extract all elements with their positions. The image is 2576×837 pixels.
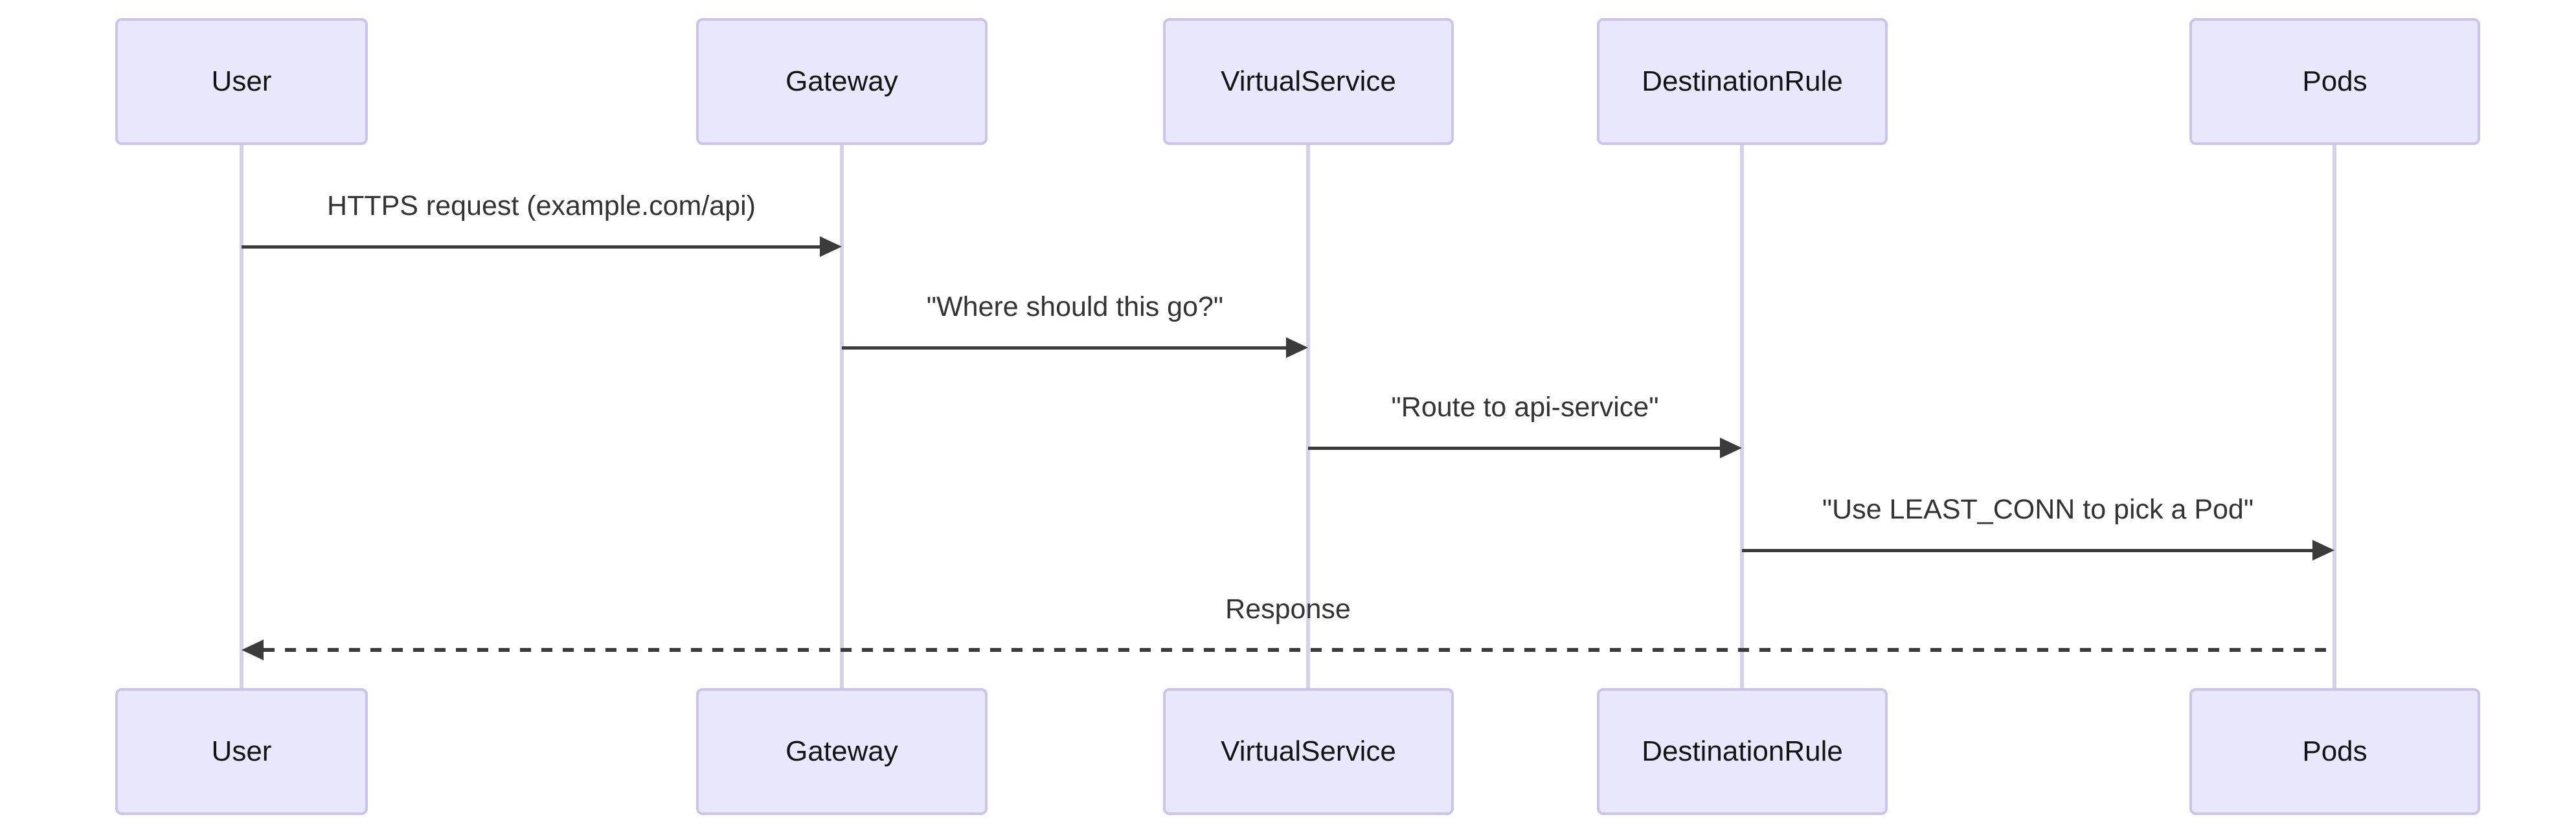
actor-label: Pods [2302,735,2367,767]
message-line [242,245,820,249]
message-label-route-to-api-service: "Route to api-service" [1391,392,1659,423]
actor-bottom-pods: Pods [2189,688,2480,815]
arrowhead-icon [1720,438,1742,458]
lifeline-virtualservice [1306,144,1310,689]
actor-label: User [211,65,272,97]
actor-top-destinationrule: DestinationRule [1597,18,1888,145]
actor-top-virtualservice: VirtualService [1163,18,1454,145]
message-label-use-least-conn: "Use LEAST_CONN to pick a Pod" [1822,494,2254,525]
message-line [1742,549,2312,552]
actor-label: VirtualService [1221,735,1396,767]
message-line [1308,447,1720,450]
lifeline-gateway [840,144,844,689]
actor-label: User [211,735,272,767]
actor-label: DestinationRule [1642,65,1843,97]
arrowhead-icon [242,640,264,660]
actor-bottom-gateway: Gateway [696,688,988,815]
arrowhead-icon [820,236,842,257]
actor-label: Pods [2302,65,2367,97]
message-label-where-should-this-go: "Where should this go?" [926,291,1224,322]
message-label-response: Response [1225,594,1351,625]
actor-bottom-virtualservice: VirtualService [1163,688,1454,815]
lifeline-pods [2333,144,2336,689]
message-label-https-request: HTTPS request (example.com/api) [327,190,756,221]
message-line [842,346,1286,350]
message-line-dashed [264,648,2334,652]
lifeline-user [240,144,243,689]
actor-bottom-destinationrule: DestinationRule [1597,688,1888,815]
actor-label: VirtualService [1221,65,1396,97]
arrowhead-icon [1286,337,1308,358]
arrowhead-icon [2312,540,2334,561]
actor-label: Gateway [785,65,898,97]
actor-top-user: User [115,18,368,145]
actor-label: DestinationRule [1642,735,1843,767]
actor-top-pods: Pods [2189,18,2480,145]
actor-bottom-user: User [115,688,368,815]
actor-label: Gateway [785,735,898,767]
actor-top-gateway: Gateway [696,18,988,145]
lifeline-destinationrule [1740,144,1744,689]
